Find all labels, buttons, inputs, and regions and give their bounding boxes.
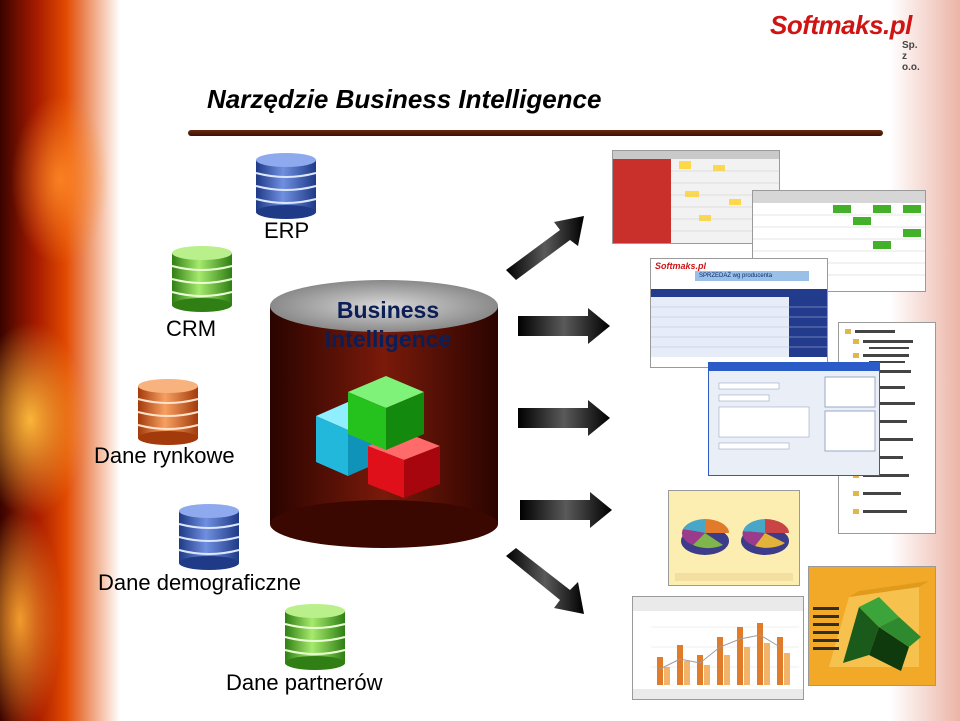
pie-charts <box>668 490 800 586</box>
demographic-data-database-icon <box>177 503 241 571</box>
bi-line-2: Intelligence <box>300 325 476 354</box>
arrow-down-right-icon <box>506 548 584 614</box>
bar-chart <box>632 596 804 700</box>
sales-report-softmaks: Softmaks.pl SPRZEDAŻ wg producenta <box>650 258 828 368</box>
crm-label: CRM <box>166 316 216 342</box>
title-underline <box>188 130 883 136</box>
fire-background-left <box>0 0 120 721</box>
erp-label: ERP <box>264 218 309 244</box>
partner-data-database-icon <box>283 603 347 671</box>
logo-brand: Softmaks.pl <box>770 10 912 41</box>
output-arrows <box>500 210 620 620</box>
crm-database-icon <box>170 245 234 313</box>
partner-data-label: Dane partnerów <box>226 670 383 696</box>
3d-chart <box>808 566 936 686</box>
market-data-label: Dane rynkowe <box>94 443 235 469</box>
logo-subtitle: Sp. z o.o. <box>902 40 920 73</box>
settings-window <box>708 362 880 476</box>
arrow-right-2-icon <box>518 400 610 436</box>
pie-left <box>681 519 729 555</box>
arrow-right-3-icon <box>520 492 612 528</box>
market-data-database-icon <box>136 378 200 446</box>
bi-line-1: Business <box>300 296 476 325</box>
pie-right <box>741 519 789 555</box>
slide-title: Narzędzie Business Intelligence <box>207 84 601 115</box>
report-caption: SPRZEDAŻ wg producenta <box>695 271 809 281</box>
bi-center-label: Business Intelligence <box>300 296 476 354</box>
erp-database-icon <box>254 152 318 220</box>
demographic-data-label: Dane demograficzne <box>98 570 301 596</box>
arrow-up-right-icon <box>506 216 584 280</box>
report-logo: Softmaks.pl <box>655 261 706 271</box>
arrow-right-1-icon <box>518 308 610 344</box>
olap-cubes <box>312 372 452 502</box>
softmaks-logo: Softmaks.pl Sp. z o.o. <box>770 10 912 41</box>
